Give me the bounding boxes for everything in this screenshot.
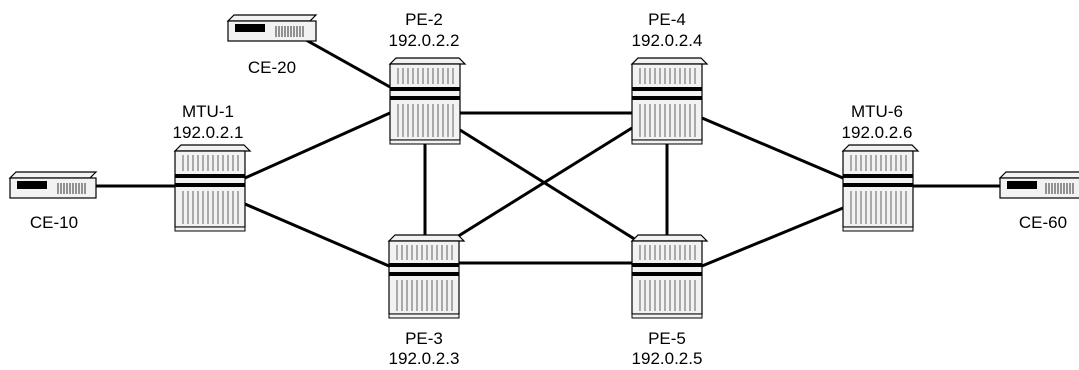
link-mtu1-pe2 [244,111,391,180]
router-name: PE-2 [405,10,443,29]
link-pe2-pe5 [459,128,637,242]
host-ce20: CE-20 [226,14,318,77]
host-icon [998,171,1079,199]
router-pe3: PE-3 192.0.2.3 [387,234,466,368]
host-label: CE-20 [248,58,296,77]
router-icon [630,234,709,319]
router-icon [841,144,920,232]
router-pe2: PE-2 192.0.2.2 [388,10,467,145]
host-label: CE-10 [30,213,78,232]
router-name: MTU-1 [182,102,234,121]
router-name: PE-3 [405,329,443,348]
host-ce10: CE-10 [8,171,98,232]
router-address: 192.0.2.1 [173,123,244,142]
router-name: PE-4 [648,10,686,29]
link-pe3-pe4 [451,126,633,242]
host-icon [226,14,318,42]
link-ce20-pe2 [305,38,391,89]
links-layer [96,38,1000,268]
router-address: 192.0.2.4 [632,31,703,50]
router-icon [630,57,709,145]
router-name: PE-5 [648,329,686,348]
host-label: CE-60 [1019,213,1067,232]
host-ce60: CE-60 [998,171,1079,232]
router-address: 192.0.2.3 [389,349,460,368]
router-address: 192.0.2.5 [632,349,703,368]
router-address: 192.0.2.6 [842,123,913,142]
link-pe4-mtu6 [701,116,844,180]
router-pe4: PE-4 192.0.2.4 [630,10,709,145]
router-name: MTU-6 [851,102,903,121]
router-icon [387,234,466,319]
link-mtu1-pe3 [244,202,390,268]
link-pe5-mtu6 [701,206,844,268]
router-icon [173,144,252,232]
host-icon [8,171,98,199]
router-icon [388,57,467,145]
router-mtu6: MTU-6 192.0.2.6 [841,102,920,232]
router-address: 192.0.2.2 [389,31,460,50]
router-pe5: PE-5 192.0.2.5 [630,234,709,368]
router-mtu1: MTU-1 192.0.2.1 [173,102,252,232]
